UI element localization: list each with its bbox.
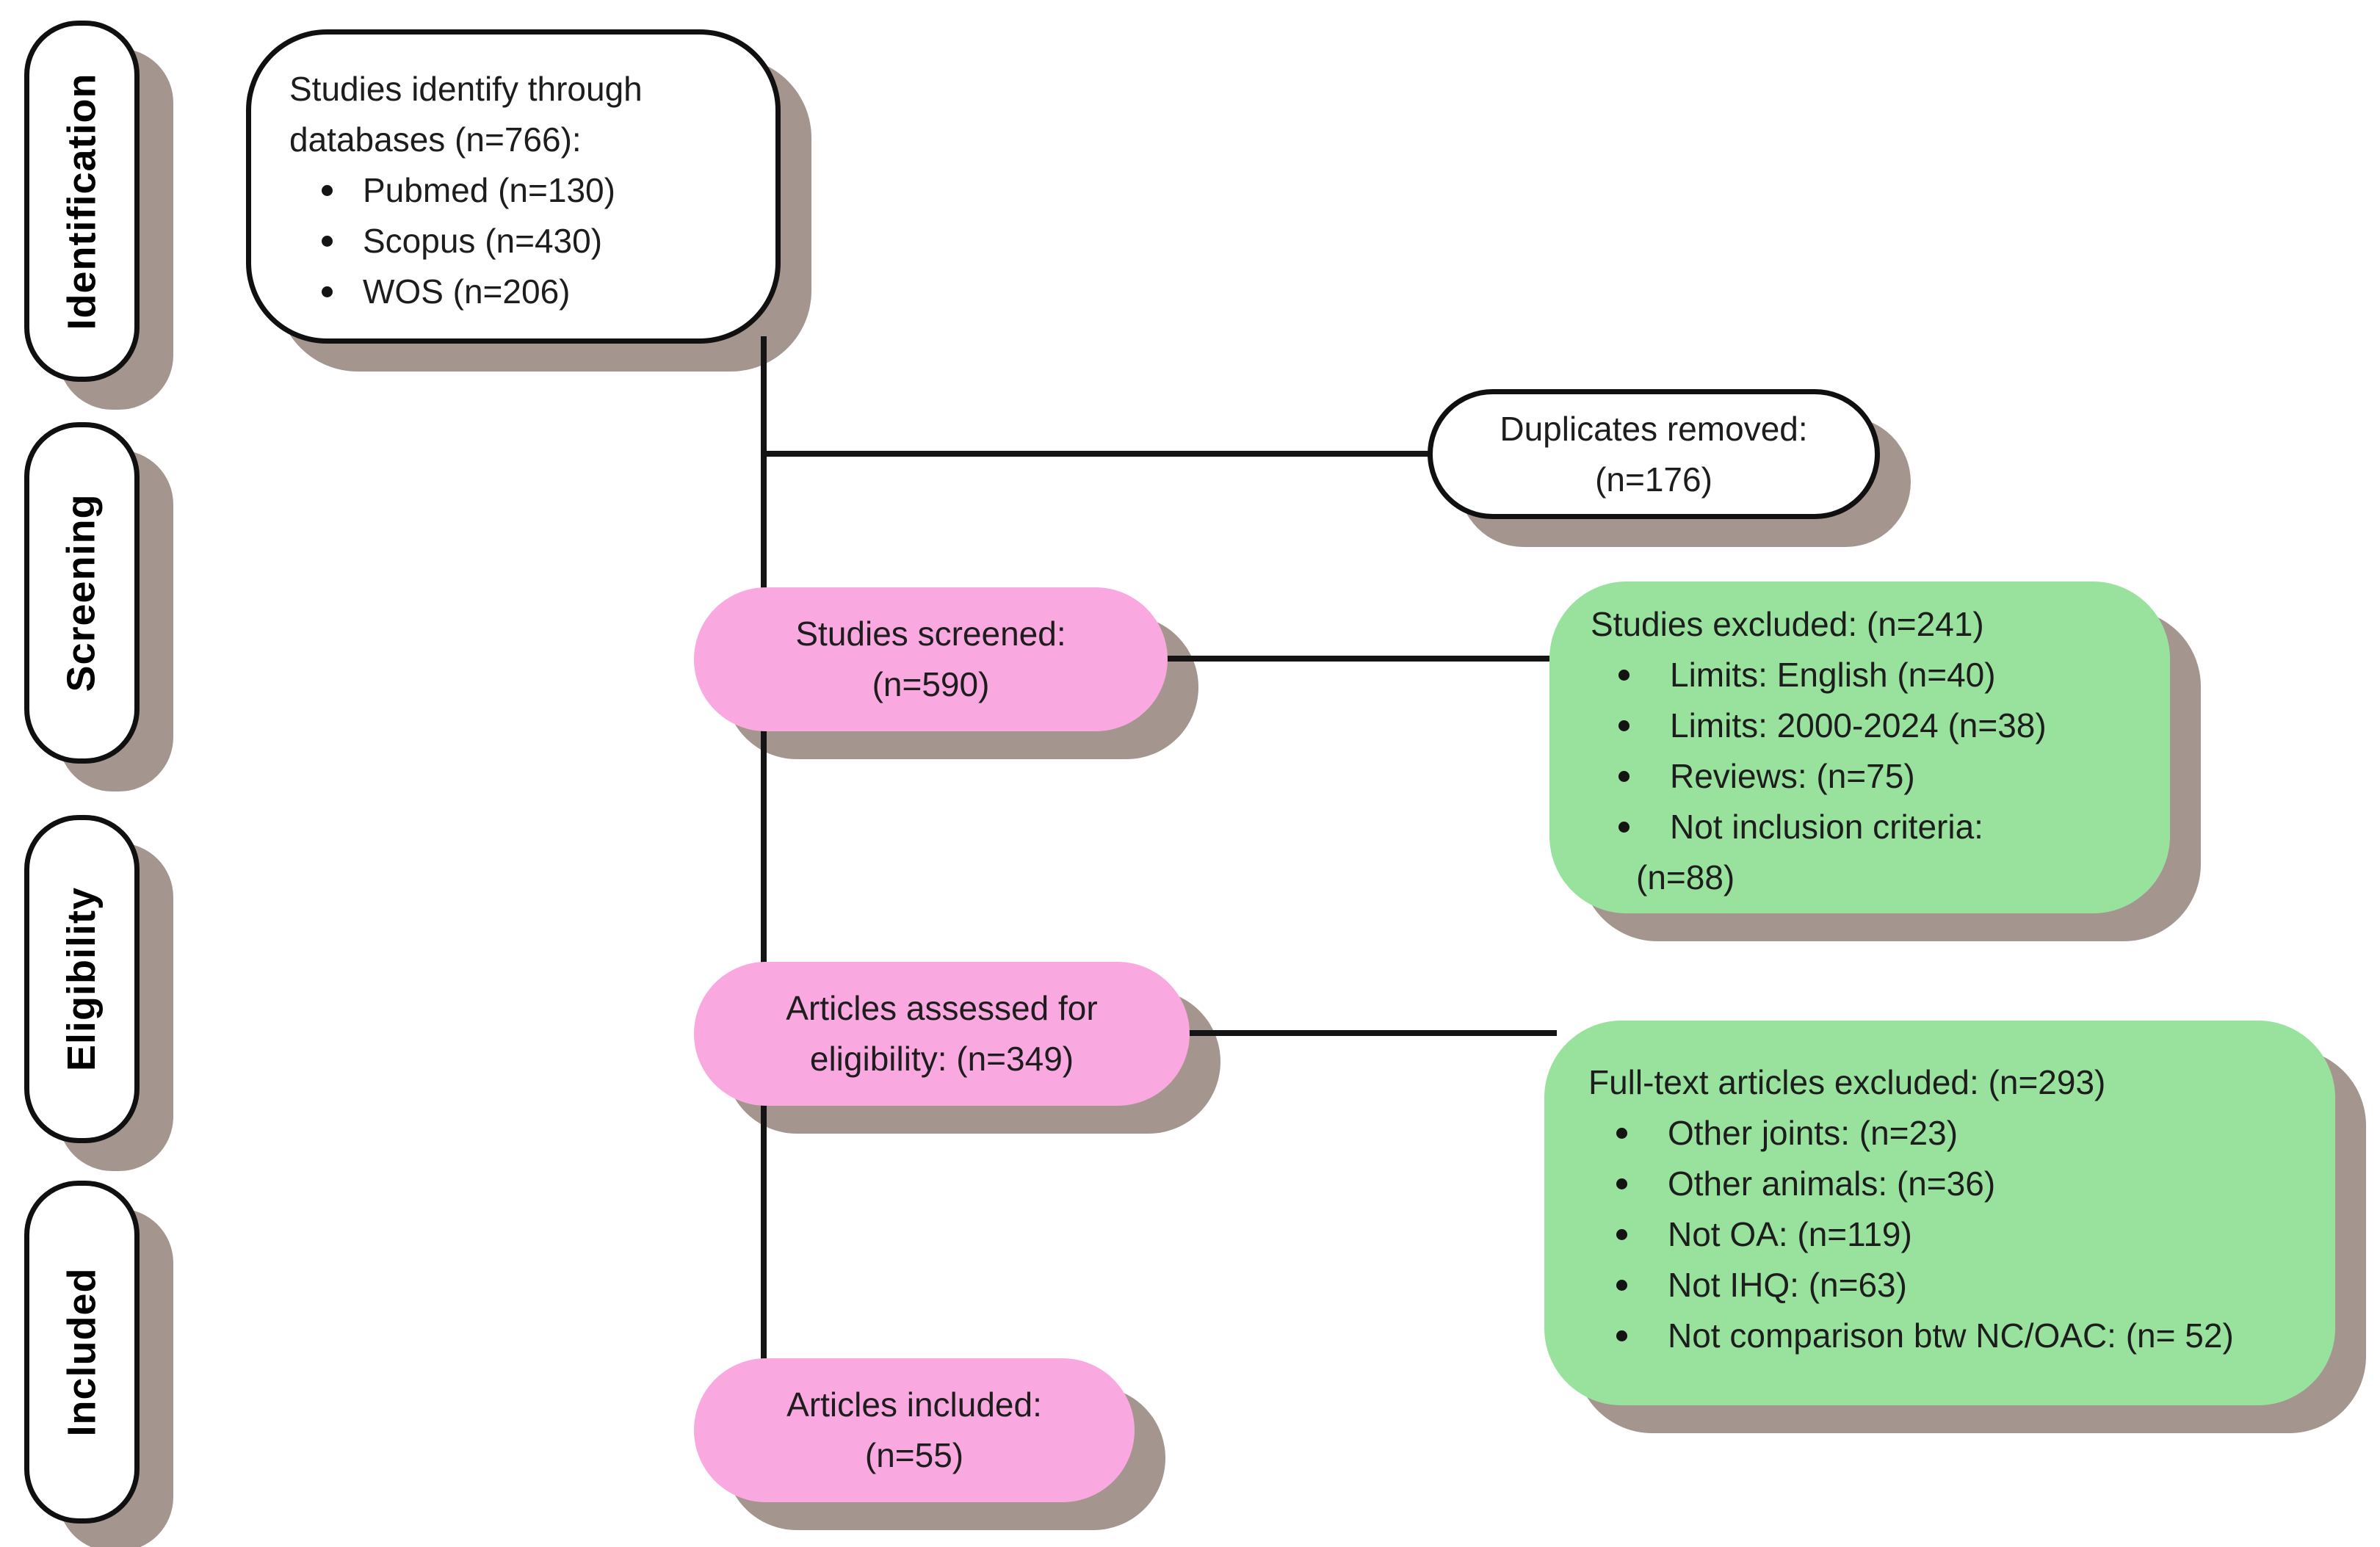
- box-text-line: Articles included:: [786, 1385, 1042, 1424]
- list-item: Not OA: (n=119): [1588, 1209, 2316, 1260]
- list-item: Reviews: (n=75): [1591, 751, 2151, 802]
- stage-label: Screening: [59, 493, 104, 692]
- connector-vertical-main: [761, 336, 767, 1361]
- connector-to-duplicates: [764, 451, 1432, 457]
- box-title-line: databases (n=766):: [289, 120, 582, 159]
- database-list: Pubmed (n=130) Scopus (n=430) WOS (n=206…: [289, 165, 753, 317]
- list-item: Pubmed (n=130): [289, 165, 753, 216]
- stage-screening: Screening: [24, 422, 140, 764]
- exclusion-list: Other joints: (n=23) Other animals: (n=3…: [1588, 1108, 2316, 1361]
- studies-identified-box: Studies identify through databases (n=76…: [246, 29, 781, 344]
- box-text-line: Articles assessed for: [786, 989, 1098, 1027]
- list-item: Other joints: (n=23): [1588, 1108, 2316, 1159]
- stage-label: Eligibility: [59, 886, 104, 1072]
- list-item: Not IHQ: (n=63): [1588, 1260, 2316, 1311]
- list-item: Limits: 2000-2024 (n=38): [1591, 700, 2151, 751]
- list-item: Limits: English (n=40): [1591, 650, 2151, 700]
- articles-assessed-box: Articles assessed for eligibility: (n=34…: [694, 962, 1190, 1106]
- list-item: Scopus (n=430): [289, 216, 753, 267]
- stage-included: Included: [24, 1181, 140, 1524]
- box-title-line: Studies identify through: [289, 70, 643, 108]
- articles-included-box: Articles included: (n=55): [694, 1358, 1135, 1502]
- list-item: Not inclusion criteria:: [1591, 802, 2151, 852]
- box-text-line: Studies screened:: [795, 615, 1066, 653]
- exclusion-list: Limits: English (n=40) Limits: 2000-2024…: [1591, 650, 2151, 852]
- list-item: Other animals: (n=36): [1588, 1159, 2316, 1209]
- stage-identification: Identification: [24, 21, 140, 382]
- box-text-line: eligibility: (n=349): [809, 1040, 1074, 1078]
- connector-to-fulltext-excluded: [1028, 1030, 1557, 1036]
- duplicates-removed-box: Duplicates removed: (n=176): [1428, 389, 1880, 519]
- connector-to-studies-excluded: [1028, 656, 1557, 662]
- stage-label: Identification: [59, 73, 104, 330]
- box-text-line: (n=55): [864, 1436, 964, 1474]
- stage-eligibility: Eligibility: [24, 815, 140, 1143]
- studies-excluded-box: Studies excluded: (n=241) Limits: Englis…: [1549, 582, 2170, 913]
- list-item-continuation: (n=88): [1636, 858, 1735, 896]
- list-item: Not comparison btw NC/OAC: (n= 52): [1588, 1311, 2316, 1361]
- box-text-line: (n=176): [1595, 460, 1712, 499]
- list-item: WOS (n=206): [289, 267, 753, 317]
- studies-screened-box: Studies screened: (n=590): [694, 587, 1168, 731]
- box-text-line: (n=590): [872, 665, 990, 703]
- box-title: Studies excluded: (n=241): [1591, 605, 1984, 643]
- stage-label: Included: [59, 1267, 104, 1437]
- box-title: Full-text articles excluded: (n=293): [1588, 1063, 2106, 1101]
- box-text-line: Duplicates removed:: [1500, 409, 1808, 448]
- fulltext-excluded-box: Full-text articles excluded: (n=293) Oth…: [1544, 1021, 2335, 1405]
